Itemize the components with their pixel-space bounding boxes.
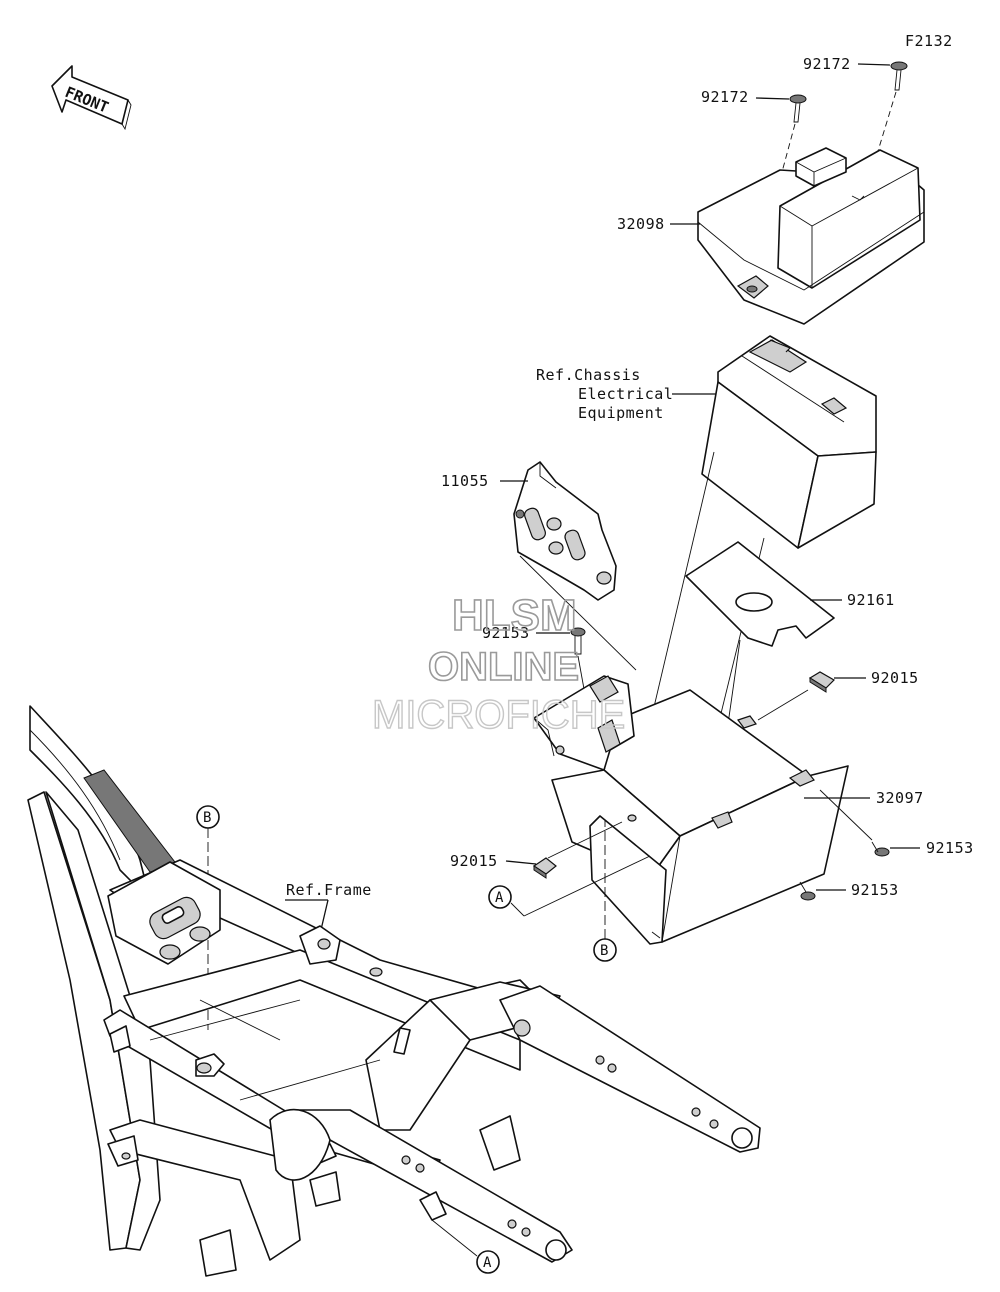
callout-ref-chassis: Ref.Chassis	[536, 366, 641, 384]
battery-pad-92161	[685, 541, 835, 647]
callout-92153-bottom: 92153	[851, 881, 899, 899]
callout-92153-top: 92153	[482, 624, 530, 642]
callout-ref-equipment: Equipment	[578, 404, 664, 422]
svg-text:B: B	[600, 943, 608, 959]
callout-92015-left: 92015	[450, 852, 498, 870]
figure-code: F2132	[905, 32, 953, 50]
front-arrow-icon: FRONT	[51, 65, 132, 131]
callout-92161: 92161	[847, 591, 895, 609]
svg-text:A: A	[483, 1255, 492, 1271]
callout-92172-left: 92172	[701, 88, 749, 106]
battery-case-32097	[533, 675, 849, 945]
watermark-online: ONLINE	[428, 645, 579, 689]
bolt-92153-bottom	[799, 881, 816, 901]
callout-92172-right: 92172	[803, 55, 851, 73]
marker-b-bottom: B	[593, 938, 617, 962]
marker-a-bottom: A	[476, 1250, 500, 1274]
nut-92015-left	[532, 857, 557, 879]
nut-92015-right	[808, 671, 835, 693]
bolt-92153-right	[871, 841, 890, 857]
screw-92172-right	[890, 61, 908, 91]
marker-a-top: A	[488, 885, 512, 909]
watermark-hlsm: HLSM	[452, 591, 577, 640]
watermark: HLSM ONLINE MICROFICHE	[371, 590, 626, 738]
callout-92015-right: 92015	[871, 669, 919, 687]
motorcycle-frame-ref	[27, 705, 761, 1277]
callout-ref-electrical: Electrical	[578, 385, 673, 403]
svg-text:B: B	[203, 810, 211, 826]
callout-ref-frame: Ref.Frame	[286, 881, 372, 899]
callout-32097: 32097	[876, 789, 924, 807]
bracket-11055	[513, 461, 617, 601]
marker-b-top: B	[196, 805, 220, 829]
screw-92172-left	[789, 94, 807, 123]
battery-cover-32098	[697, 147, 925, 325]
battery-ref	[701, 335, 877, 549]
callout-11055: 11055	[441, 472, 489, 490]
bolt-92153-top	[570, 627, 586, 655]
svg-text:A: A	[495, 890, 504, 906]
callout-92153-right: 92153	[926, 839, 974, 857]
callout-32098: 32098	[617, 215, 665, 233]
watermark-microfiche: MICROFICHE	[372, 693, 625, 737]
